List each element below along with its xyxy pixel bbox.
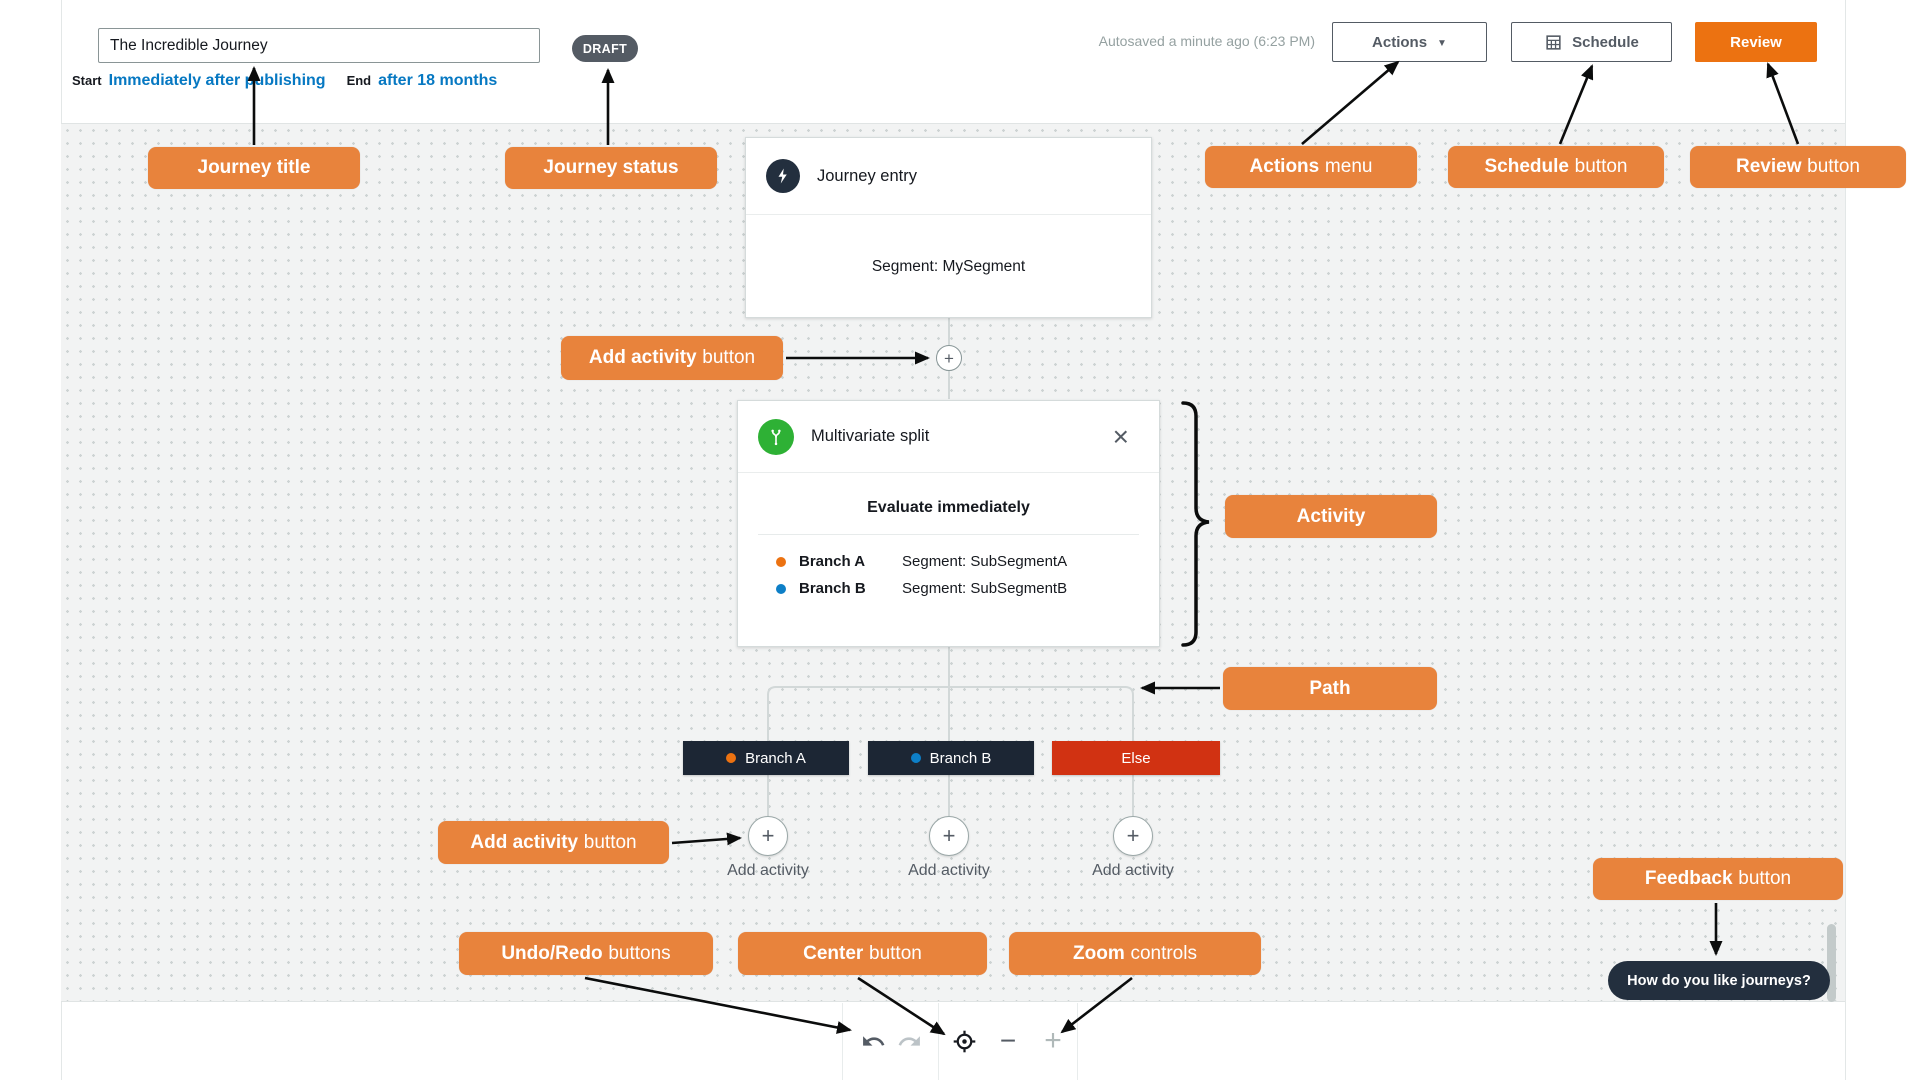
undo-arrow-icon [862,1035,884,1046]
add-activity-label: Add activity [727,862,809,879]
vertical-scrollbar-thumb[interactable] [1827,924,1836,1002]
undo-button[interactable] [858,1026,888,1056]
center-view-button[interactable] [949,1026,979,1056]
calendar-grid-icon [1546,34,1561,50]
branch-a-segment: Segment: SubSegmentA [902,553,1068,570]
close-icon[interactable]: × [1112,420,1129,452]
split-divider [758,534,1139,535]
plus-icon: + [944,348,954,368]
add-activity-button-branch-b[interactable]: + [929,816,969,856]
journey-entry-card[interactable]: Journey entry Segment: MySegment [745,137,1152,318]
else-tag-label: Else [1121,749,1151,767]
zoom-in-button[interactable]: + [1038,1026,1068,1056]
schedule-button[interactable]: Schedule [1511,22,1672,62]
toolbar-divider [938,1003,939,1080]
plus-icon: + [1044,1024,1062,1057]
actions-menu-button[interactable]: Actions ▼ [1332,22,1487,62]
branch-b-dot-icon [910,753,921,763]
branch-b-tag-label: Branch B [929,749,992,767]
start-label: Start [72,73,102,88]
zoom-out-button[interactable]: − [993,1026,1023,1056]
annotation-activity: Activity [1225,495,1437,538]
branch-b-segment: Segment: SubSegmentB [902,580,1068,597]
journey-title-input[interactable] [98,28,540,63]
annotation-path: Path [1223,667,1437,710]
review-button[interactable]: Review [1695,22,1817,62]
branch-b-name: Branch B [799,580,866,597]
actions-label: Actions [1372,33,1428,51]
branch-split-icon [758,418,794,455]
annotation-journey-title: Journey title [148,147,360,189]
add-activity-connector-button[interactable]: + [936,345,962,371]
caret-down-icon: ▼ [1437,37,1447,49]
annotation-journey-status: Journey status [505,147,717,189]
add-activity-button-else[interactable]: + [1113,816,1153,856]
plus-icon: + [1126,823,1140,848]
branch-a-tag: Branch A [683,741,849,775]
branch-a-name: Branch A [799,553,866,570]
minus-icon: − [999,1025,1017,1056]
schedule-label: Schedule [1572,33,1639,51]
redo-arrow-icon [898,1035,920,1046]
feedback-button[interactable]: How do you like journeys? [1608,961,1830,1000]
autosave-status: Autosaved a minute ago (6:23 PM) [1098,33,1315,49]
right-border [1845,0,1846,1080]
split-card-title: Multivariate split [811,427,930,445]
add-activity-label: Add activity [1092,862,1174,879]
else-tag: Else [1052,741,1220,775]
lightning-icon [766,159,800,193]
branch-a-dot-icon [726,753,737,763]
branch-b-dot-icon [776,583,786,594]
status-badge: DRAFT [572,35,638,62]
multivariate-split-card[interactable]: Multivariate split × Evaluate immediatel… [737,400,1160,647]
toolbar-divider [842,1003,843,1080]
split-evaluate-text: Evaluate immediately [867,499,1030,516]
end-label: End [346,73,372,88]
split-branch-a-row: Branch A Segment: SubSegmentA [738,548,1159,575]
plus-icon: + [761,823,775,848]
crosshair-target-icon [953,1030,975,1052]
toolbar-divider [1077,1003,1078,1080]
entry-card-segment: Segment: MySegment [871,257,1026,275]
plus-icon: + [942,823,956,848]
end-value-link[interactable]: after 18 months [378,72,498,89]
add-activity-label: Add activity [908,862,990,879]
branch-a-dot-icon [776,556,786,567]
entry-card-title: Journey entry [817,166,917,185]
review-label: Review [1730,33,1782,51]
redo-button[interactable] [894,1026,924,1056]
add-activity-button-branch-a[interactable]: + [748,816,788,856]
split-branch-b-row: Branch B Segment: SubSegmentB [738,575,1159,602]
branch-b-tag: Branch B [868,741,1034,775]
start-value-link[interactable]: Immediately after publishing [108,72,326,89]
branch-a-tag-label: Branch A [745,749,806,767]
